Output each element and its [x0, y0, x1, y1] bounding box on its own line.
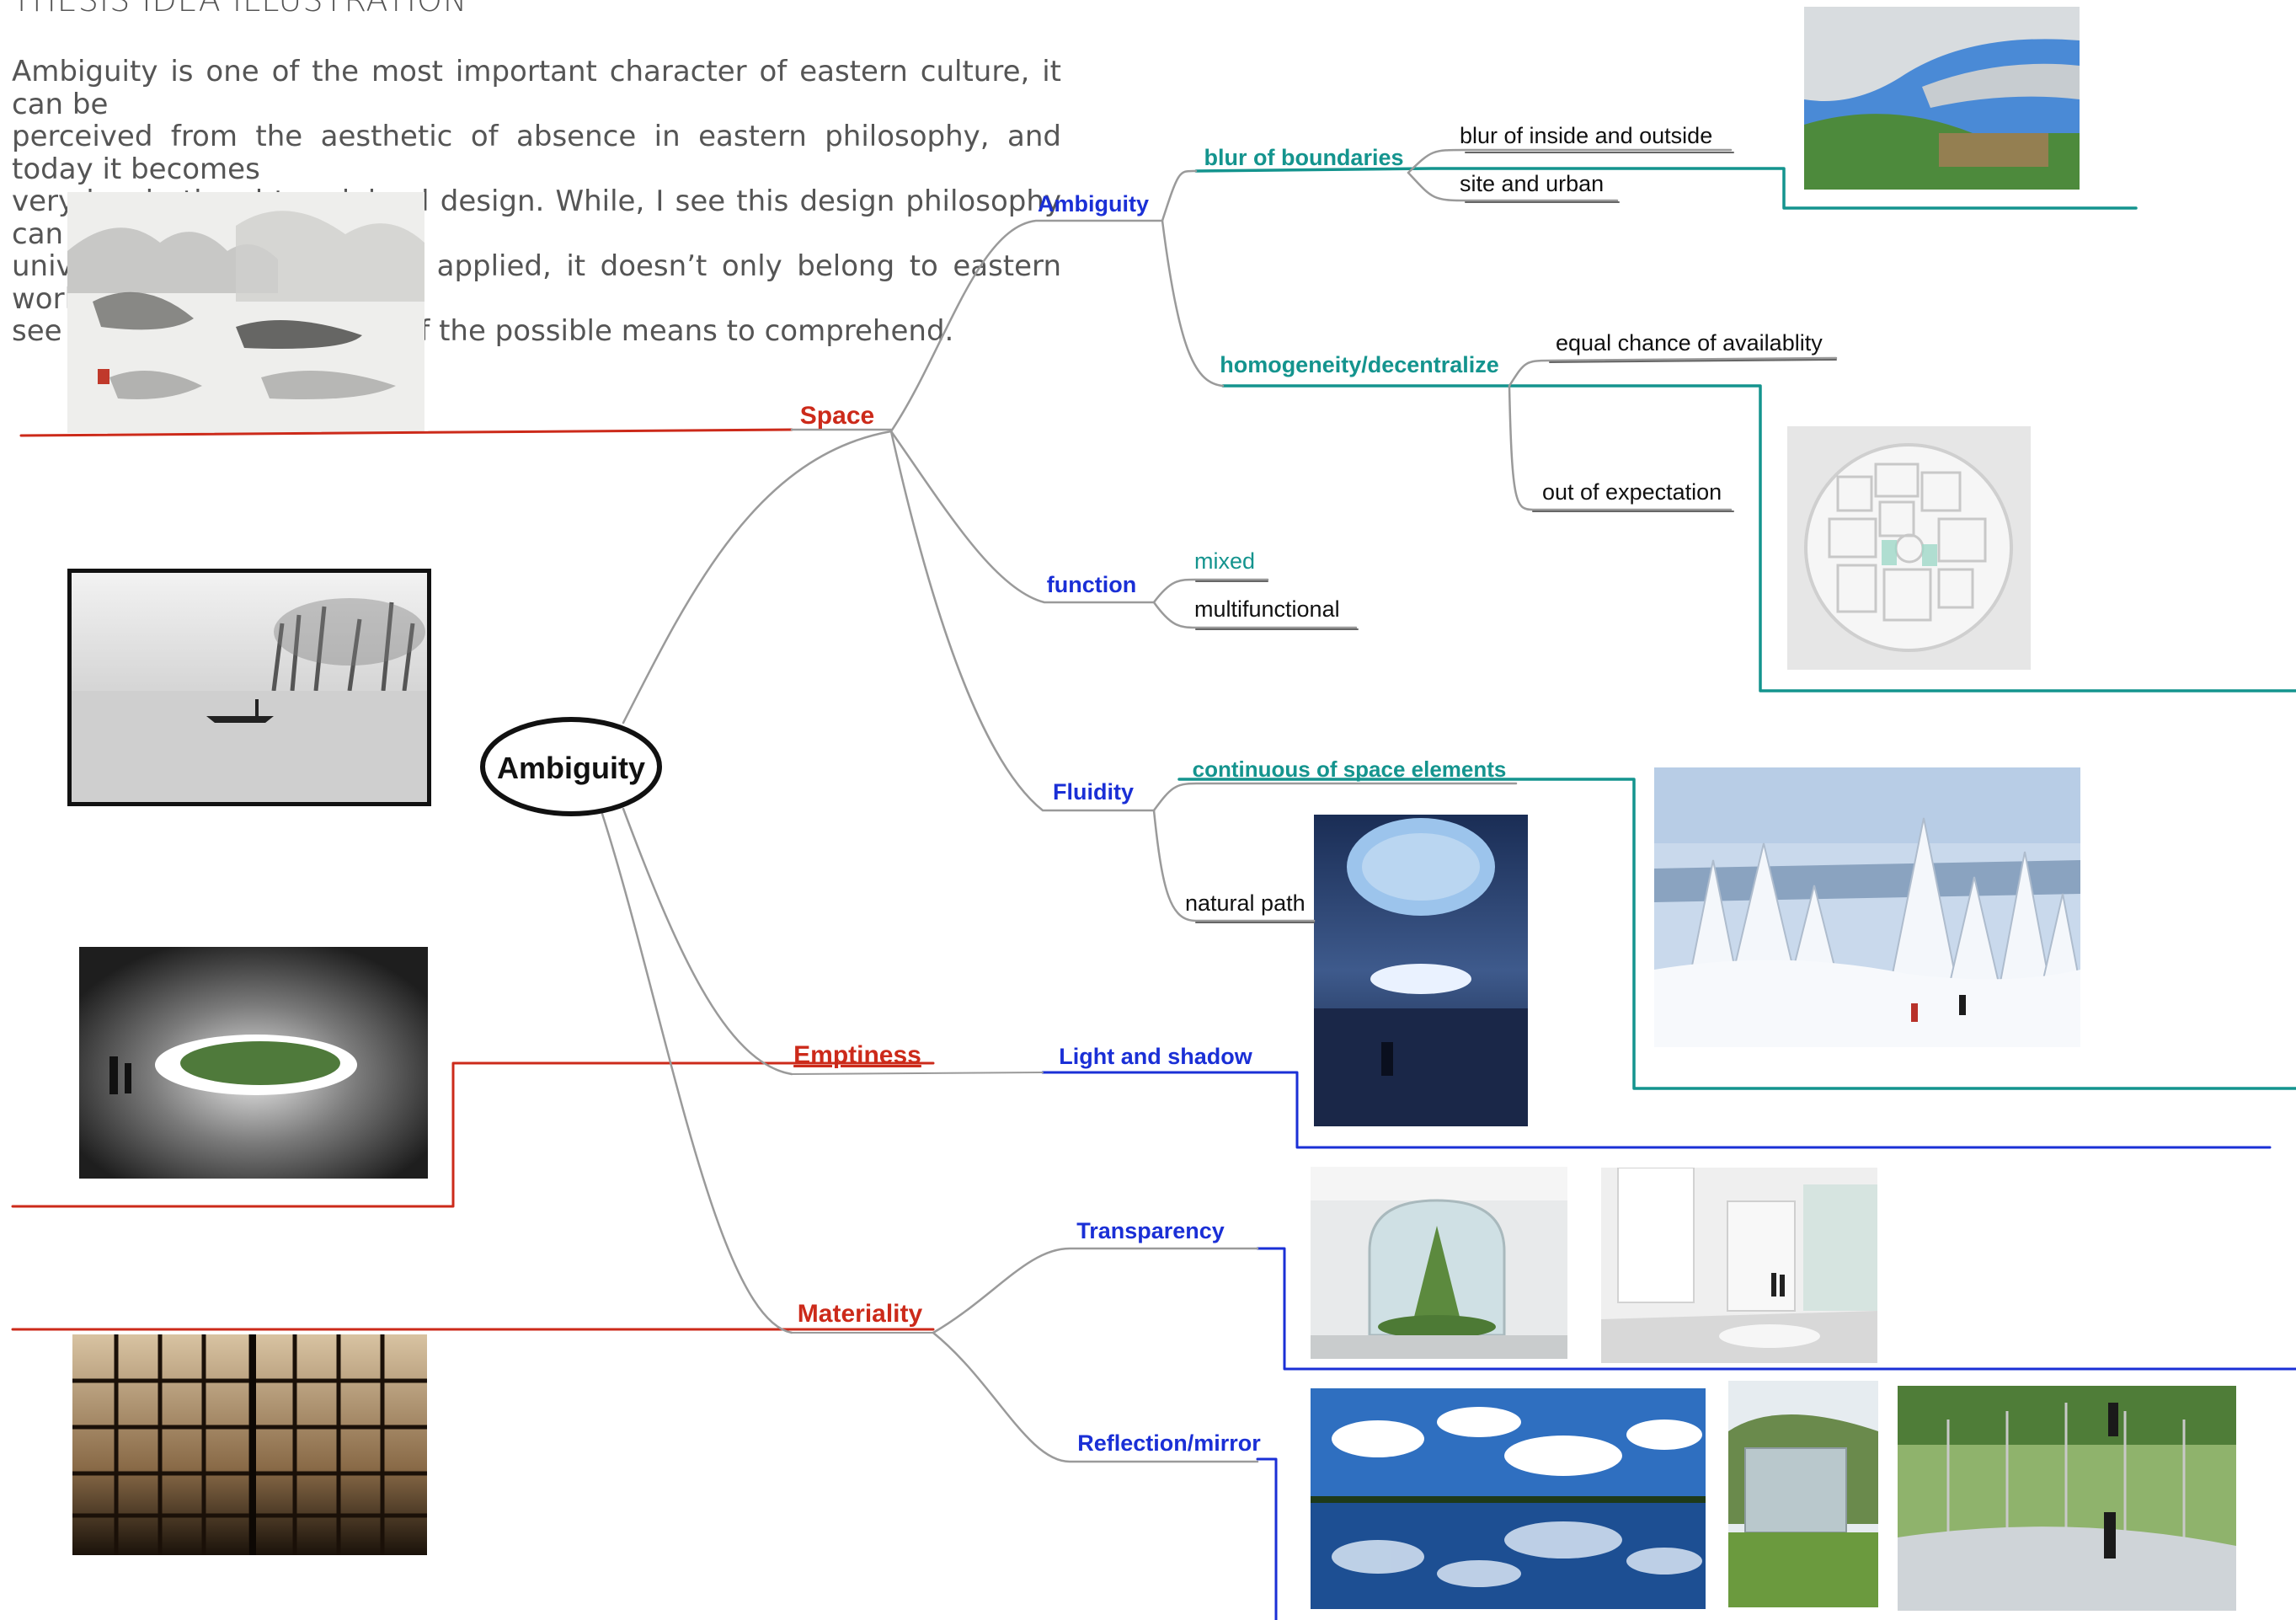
misty-river-icon [72, 573, 427, 802]
node-light-shadow-label: Light and shadow [1059, 1044, 1252, 1069]
leaf-site-urban: site and urban [1460, 171, 1604, 196]
branch-space-label: Space [800, 402, 874, 430]
node-reflection-label: Reflection/mirror [1077, 1430, 1261, 1456]
intro-line: perceived from the aesthetic of absence … [12, 120, 1061, 186]
leaf-equal-chance: equal chance of availablity [1556, 330, 1823, 356]
shoji-screen-photo [72, 1334, 427, 1555]
node-ambiguity-label: Ambiguity [1038, 191, 1149, 217]
leaf-natural-path: natural path [1185, 890, 1306, 916]
branch-materiality-label: Materiality [798, 1300, 923, 1328]
node-homogeneity-label: homogeneity/decentralize [1220, 352, 1499, 377]
ink-landscape-icon [67, 192, 424, 433]
mirror-ceiling-pavilion-icon [1898, 1386, 2236, 1611]
mirror-ceiling-pavilion-photo [1898, 1386, 2236, 1611]
snowy-forest-photo [1654, 767, 2080, 1047]
leaf-blur-inside-outside: blur of inside and outside [1460, 123, 1712, 148]
misty-river-boat-photo [67, 569, 431, 806]
blue-connectors [1041, 1071, 2296, 1620]
snowy-forest-icon [1654, 767, 2080, 1047]
curved-glass-courtyard-icon [1311, 1167, 1567, 1359]
skylight-room-photo [1314, 815, 1528, 1126]
leaf-out-of-expectation: out of expectation [1542, 479, 1722, 505]
node-blur-label: blur of boundaries [1204, 145, 1403, 170]
white-gallery-interior-photo [1601, 1168, 1877, 1363]
mirror-box-icon [1728, 1381, 1878, 1607]
leaf-underlines [1195, 152, 1837, 923]
branch-lines [601, 148, 1838, 1463]
canopy-building-icon [1804, 7, 2080, 190]
page-title: THESIS IDEA ILLUSTRATION [12, 0, 468, 19]
root-node [480, 717, 662, 816]
root-label: Ambiguity [497, 751, 645, 785]
white-gallery-icon [1601, 1168, 1877, 1363]
circular-model-icon [1787, 426, 2031, 670]
node-function-label: function [1047, 572, 1136, 597]
node-transparency-label: Transparency [1076, 1218, 1225, 1243]
lake-cloud-reflection-photo [1311, 1388, 1706, 1609]
node-fluidity-label: Fluidity [1053, 779, 1134, 805]
circular-model-photo [1787, 426, 2031, 670]
leaf-multifunctional: multifunctional [1194, 596, 1340, 622]
curved-glass-courtyard-photo [1311, 1167, 1567, 1359]
intro-line: Ambiguity is one of the most important c… [12, 55, 1061, 121]
lake-reflection-icon [1311, 1388, 1706, 1609]
node-continuous-space-label: continuous of space elements [1193, 757, 1507, 782]
paper-screen-icon [72, 1334, 427, 1555]
teal-connectors [1177, 167, 2296, 1090]
leaf-mixed: mixed [1194, 548, 1255, 574]
branch-emptiness-label: Emptiness [793, 1041, 921, 1069]
canopy-building-photo [1804, 7, 2080, 190]
cave-icon [79, 947, 428, 1179]
ink-landscape-painting-photo [67, 192, 424, 433]
mirror-box-garden-photo [1728, 1381, 1878, 1607]
red-connectors [11, 428, 935, 1331]
cave-opening-photo [79, 947, 428, 1179]
skylight-room-icon [1314, 815, 1528, 1126]
